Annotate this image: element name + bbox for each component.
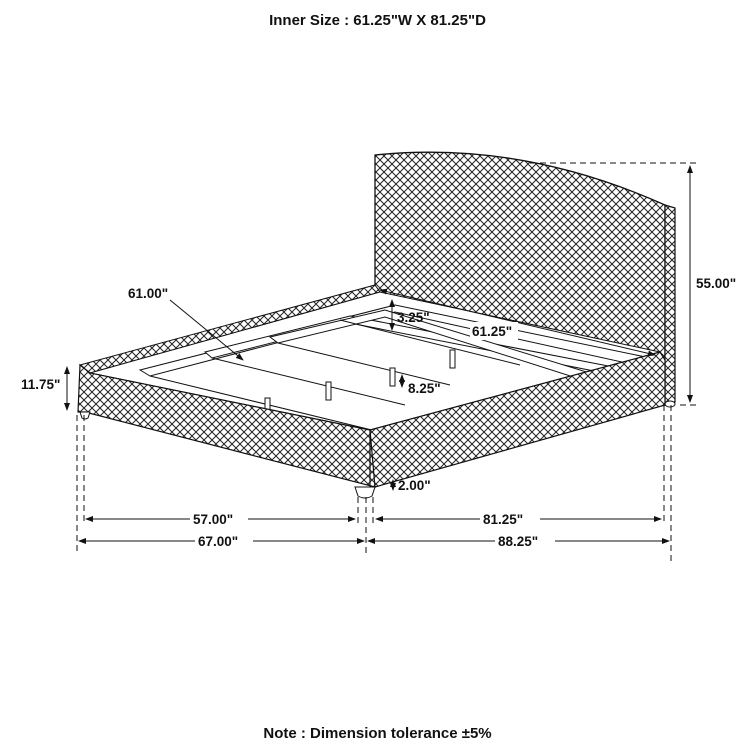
inner-width-bottom-label: 57.00" — [193, 512, 233, 527]
page-title: Inner Size : 61.25"W X 81.25"D — [269, 12, 486, 29]
slat-length-label: 61.00" — [128, 286, 168, 301]
headboard-height-label: 55.00" — [696, 276, 736, 291]
support-leg-height-label: 8.25" — [408, 381, 441, 396]
inner-width-label: 61.25" — [472, 324, 512, 339]
overall-width-label: 67.00" — [198, 534, 238, 549]
overall-length-label: 88.25" — [498, 534, 538, 549]
tolerance-note: Note : Dimension tolerance ±5% — [263, 725, 492, 742]
inner-length-label: 81.25" — [483, 512, 523, 527]
side-rail-height-label: 3.25" — [397, 310, 430, 325]
legs — [79, 411, 376, 499]
leg-height-label: 2.00" — [398, 478, 431, 493]
frame-height-label: 11.75" — [21, 377, 60, 392]
